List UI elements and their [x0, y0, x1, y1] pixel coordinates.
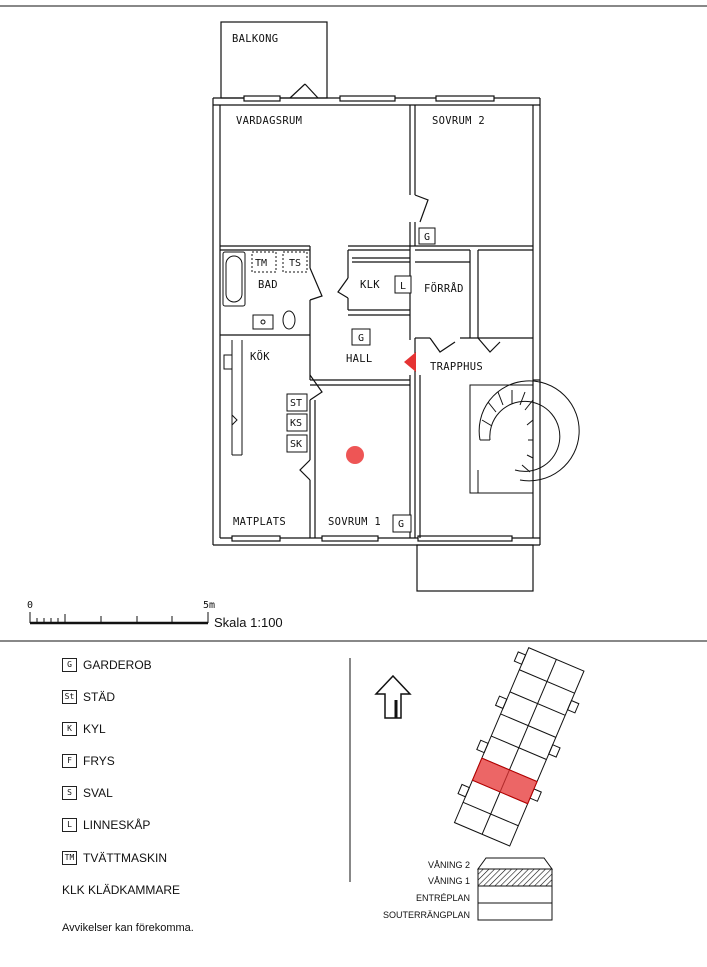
legend-item-frys: F FRYS — [62, 752, 115, 770]
fixture-ks: KS — [290, 418, 302, 429]
entrance-arrow-icon — [404, 352, 416, 372]
floor-label-entreplan: ENTRÉPLAN — [415, 893, 470, 903]
room-label-kok: KÖK — [250, 350, 270, 363]
scale-zero: 0 — [27, 600, 33, 611]
room-label-balkong: BALKONG — [232, 33, 278, 45]
legend-item-stad: St STÄD — [62, 688, 115, 706]
legend-code: L — [62, 818, 77, 832]
room-label-klk: KLK — [360, 279, 380, 291]
legend-item-tvattmaskin: TM TVÄTTMASKIN — [62, 849, 167, 867]
scale-five: 5m — [203, 600, 215, 611]
fixture-g-sovrum1: G — [398, 519, 404, 530]
room-label-hall: HALL — [346, 353, 373, 365]
fixture-ts: TS — [289, 258, 301, 269]
scale-bar — [29, 612, 209, 625]
apartment-walls — [212, 21, 541, 592]
fixture-l: L — [400, 281, 406, 292]
room-label-trapphus: TRAPPHUS — [430, 361, 483, 373]
legend-label: TVÄTTMASKIN — [83, 851, 168, 865]
floor-labels: VÅNING 2 VÅNING 1 ENTRÉPLAN SOUTERRÄNGPL… — [320, 860, 470, 924]
legend-label: STÄD — [83, 690, 116, 704]
fixture-g-sovrum2: G — [424, 232, 430, 243]
legend-label: KYL — [83, 722, 106, 736]
north-arrow-icon — [374, 674, 412, 719]
legend-item-kyl: K KYL — [62, 720, 106, 738]
fixture-g-hall: G — [358, 333, 364, 344]
disclaimer: Avvikelser kan förekomma. — [62, 922, 194, 934]
legend-label: KLK KLÄDKAMMARE — [62, 883, 181, 897]
legend-code: St — [62, 690, 77, 704]
legend-item-linneskap: L LINNESKÅP — [62, 816, 150, 834]
legend-label: LINNESKÅP — [83, 818, 151, 832]
room-label-vardagsrum: VARDAGSRUM — [236, 115, 302, 127]
legend-label: GARDEROB — [83, 658, 152, 672]
spiral-staircase — [469, 380, 580, 494]
fixture-st: ST — [290, 398, 302, 409]
legend-code: K — [62, 722, 77, 736]
legend-item-garderob: G GARDEROB — [62, 656, 152, 674]
fixture-sk: SK — [290, 439, 302, 450]
floor-label-souterrangplan: SOUTERRÄNGPLAN — [382, 910, 470, 920]
laundry-fixtures — [251, 251, 308, 273]
room-label-sovrum2: SOVRUM 2 — [432, 115, 485, 127]
floor-label-vaning2: VÅNING 2 — [427, 860, 470, 870]
site-plan-highlight — [471, 757, 538, 805]
legend-item-sval: S SVAL — [62, 784, 113, 802]
legend-code: F — [62, 754, 77, 768]
floor-label-vaning1: VÅNING 1 — [427, 876, 470, 886]
legend-item-kladkammare: KLK KLÄDKAMMARE — [62, 881, 180, 899]
legend-code: S — [62, 786, 77, 800]
kitchen-counter — [223, 340, 243, 456]
floor-level-2-highlight — [477, 868, 553, 887]
room-label-forrad: FÖRRÅD — [424, 282, 464, 295]
bathtub — [222, 251, 296, 330]
fixture-boxes — [286, 227, 436, 533]
scale-label: Skala 1:100 — [214, 615, 283, 630]
legend-code: TM — [62, 851, 77, 865]
site-plan — [453, 647, 585, 847]
room-label-matplats: MATPLATS — [233, 516, 286, 528]
legend-label: FRYS — [83, 754, 115, 768]
room-label-bad: BAD — [258, 279, 278, 291]
legend-code: G — [62, 658, 77, 672]
fixture-tm: TM — [255, 258, 267, 269]
room-label-sovrum1: SOVRUM 1 — [328, 516, 381, 528]
location-marker-icon — [346, 446, 364, 464]
floor-diagram — [477, 857, 553, 921]
legend-label: SVAL — [83, 786, 113, 800]
